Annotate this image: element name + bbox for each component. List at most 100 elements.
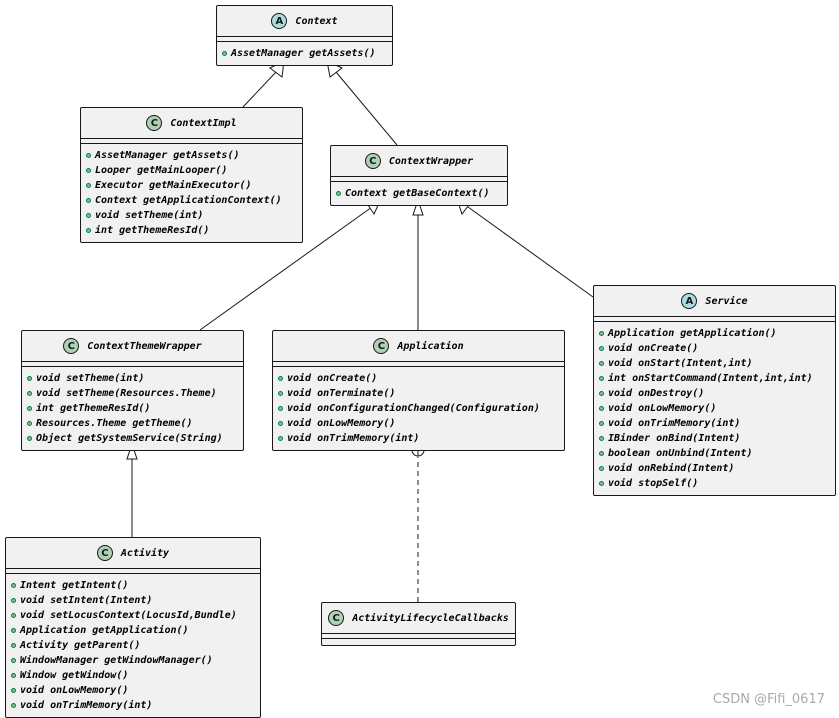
methods-compartment: AssetManager getAssets() <box>217 42 392 65</box>
method-signature: void onTerminate() <box>287 388 396 399</box>
class-name: Context <box>295 15 338 27</box>
method-signature: void setTheme(Resources.Theme) <box>36 388 217 399</box>
methods-separator <box>6 573 260 574</box>
public-method-icon <box>86 183 91 188</box>
fields-separator <box>22 361 243 362</box>
method-signature: AssetManager getAssets() <box>231 48 376 59</box>
public-method-icon <box>278 406 283 411</box>
watermark: CSDN @Fifi_0617 <box>712 692 825 707</box>
public-method-icon <box>599 466 604 471</box>
method-signature: Executor getMainExecutor() <box>95 180 252 191</box>
fields-separator <box>81 138 302 139</box>
public-method-icon <box>278 421 283 426</box>
method-row: void onRebind(Intent) <box>599 461 835 476</box>
public-method-icon <box>11 583 16 588</box>
public-method-icon <box>86 168 91 173</box>
public-method-icon <box>222 51 227 56</box>
method-signature: void setLocusContext(LocusId,Bundle) <box>20 610 237 621</box>
public-method-icon <box>599 376 604 381</box>
methods-separator <box>594 321 835 322</box>
edge-contextimpl-context <box>242 71 277 108</box>
edge-themewrapper-contextwrapper <box>199 206 373 331</box>
methods-compartment: Intent getIntent()void setIntent(Intent)… <box>6 574 260 717</box>
public-method-icon <box>599 451 604 456</box>
method-row: int getThemeResId() <box>27 401 243 416</box>
method-signature: void setTheme(int) <box>36 373 145 384</box>
method-row: boolean onUnbind(Intent) <box>599 446 835 461</box>
method-signature: Activity getParent() <box>20 640 141 651</box>
method-signature: Intent getIntent() <box>20 580 129 591</box>
methods-compartment: void setTheme(int) void setTheme(Resource… <box>22 367 243 450</box>
public-method-icon <box>599 436 604 441</box>
fields-separator <box>322 633 515 634</box>
method-row: AssetManager getAssets() <box>222 46 392 61</box>
class-name: ContextWrapper <box>388 155 474 167</box>
method-row: void onTrimMemory(int) <box>278 431 564 446</box>
method-signature: void setTheme(int) <box>95 210 204 221</box>
method-signature: void stopSelf() <box>608 478 699 489</box>
method-row: Application getApplication() <box>599 326 835 341</box>
method-row: void setTheme(int) <box>86 208 302 223</box>
method-signature: void onCreate() <box>608 343 699 354</box>
method-signature: IBinder onBind(Intent) <box>608 433 741 444</box>
method-row: int onStartCommand(Intent,int,int) <box>599 371 835 386</box>
public-method-icon <box>599 391 604 396</box>
edge-service-contextwrapper <box>467 206 594 298</box>
method-row: void onStart(Intent,int) <box>599 356 835 371</box>
methods-compartment: AssetManager getAssets()Looper getMainLo… <box>81 144 302 242</box>
method-row: void onConfigurationChanged(Configuratio… <box>278 401 564 416</box>
method-signature: void onCreate() <box>287 373 378 384</box>
public-method-icon <box>11 613 16 618</box>
class-icon: C <box>146 115 163 131</box>
method-signature: Looper getMainLooper() <box>95 165 228 176</box>
method-row: Resources.Theme getTheme() <box>27 416 243 431</box>
method-row: Application getApplication() <box>11 623 260 638</box>
method-signature: Context getApplicationContext() <box>95 195 282 206</box>
class-icon: C <box>373 338 390 354</box>
public-method-icon <box>27 436 32 441</box>
method-row: void onLowMemory() <box>599 401 835 416</box>
public-method-icon <box>11 598 16 603</box>
method-signature: Resources.Theme getTheme() <box>36 418 193 429</box>
class-name: Activity <box>120 547 170 559</box>
class-box-application: C Application void onCreate() void onTermin… <box>272 330 565 451</box>
method-signature: void onLowMemory() <box>608 403 717 414</box>
method-signature: Application getApplication() <box>20 625 189 636</box>
method-row: void onCreate() <box>599 341 835 356</box>
methods-separator <box>217 41 392 42</box>
class-name: ActivityLifecycleCallbacks <box>352 612 509 624</box>
method-signature: int onStartCommand(Intent,int,int) <box>608 373 813 384</box>
public-method-icon <box>86 213 91 218</box>
method-row: Activity getParent() <box>11 638 260 653</box>
method-signature: boolean onUnbind(Intent) <box>608 448 753 459</box>
public-method-icon <box>27 391 32 396</box>
class-name: Application <box>397 340 464 352</box>
public-method-icon <box>11 703 16 708</box>
method-row: Intent getIntent() <box>11 578 260 593</box>
method-signature: Window getWindow() <box>20 670 129 681</box>
class-icon: C <box>63 338 80 354</box>
methods-separator <box>81 143 302 144</box>
public-method-icon <box>278 391 283 396</box>
method-signature: void onTrimMemory(int) <box>20 700 153 711</box>
method-signature: WindowManager getWindowManager() <box>20 655 213 666</box>
method-signature: void onLowMemory() <box>20 685 129 696</box>
class-icon: C <box>96 545 113 561</box>
method-signature: int getThemeResId() <box>95 225 210 236</box>
methods-separator <box>273 366 564 367</box>
method-signature: int getThemeResId() <box>36 403 151 414</box>
public-method-icon <box>599 481 604 486</box>
abstract-class-icon: A <box>271 13 288 29</box>
class-name: Service <box>705 295 748 307</box>
fields-separator <box>6 568 260 569</box>
public-method-icon <box>11 658 16 663</box>
public-method-icon <box>11 628 16 633</box>
method-signature: void onStart(Intent,int) <box>608 358 753 369</box>
class-header: C Application <box>273 331 564 361</box>
methods-compartment: void onCreate() void onTerminate() void on… <box>273 367 564 450</box>
method-signature: Application getApplication() <box>608 328 777 339</box>
